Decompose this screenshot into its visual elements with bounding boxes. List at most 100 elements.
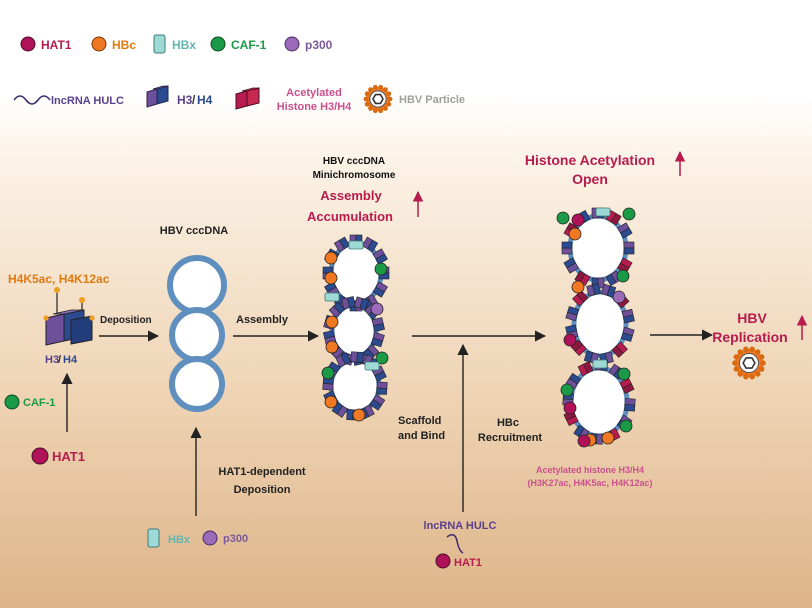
bottom-p300-label: p300 (223, 533, 248, 545)
acetylated-rings (556, 207, 636, 448)
histone-icon (350, 351, 364, 363)
p300-icon (370, 302, 384, 316)
legend: HAT1 HBc HBx CAF-1 p300 lncRNA HULC (13, 34, 465, 114)
hat1-dependent-line1: HAT1-dependent (218, 466, 306, 478)
bottom-hat1-label: HAT1 (454, 557, 482, 569)
hbc-icon (325, 340, 339, 354)
cccdna-section: HBV cccDNA HAT1-dependent Deposition HBx… (147, 225, 306, 548)
lncrna-wave-icon (446, 534, 464, 554)
minichromosome-title-line1: HBV cccDNA (323, 156, 385, 167)
hbc-icon (568, 227, 582, 241)
acetylated-histone-icon (619, 378, 635, 394)
hbc-recruitment-line2: Recruitment (478, 432, 543, 444)
caf1-icon (619, 419, 633, 433)
caf1-icon (210, 36, 226, 52)
legend-acetylated: Acetylated Histone H3/H4 (235, 87, 352, 113)
histone-icon (372, 281, 388, 298)
replication-line1: HBV (737, 310, 767, 326)
histone-icon (341, 296, 356, 310)
hat1-icon (31, 447, 49, 465)
caf1-icon (617, 367, 631, 381)
replication-line2: Replication (712, 329, 787, 345)
svg-text:/: / (192, 93, 196, 107)
scaffold-line1: Scaffold (398, 415, 441, 427)
legend-hat1: HAT1 (20, 36, 72, 52)
legend-hbv-particle: HBV Particle (363, 84, 465, 114)
histone-h3h4-icon (43, 309, 95, 346)
hbc-recruitment-line1: HBc (497, 417, 519, 429)
acetylation-section: Histone Acetylation Open Acetylated hist… (525, 150, 686, 488)
histone-octamer-icon (146, 85, 169, 108)
legend-acetylated-line2: Histone H3/H4 (277, 101, 352, 113)
acetylated-histone-label-line2: (H3K27ac, H4K5ac, H4K12ac) (527, 478, 652, 488)
legend-hbc-label: HBc (112, 38, 136, 52)
hat1-icon (20, 36, 36, 52)
histone-icon (333, 236, 351, 253)
assembly-up-label: Assembly (320, 188, 382, 203)
hat1-icon (435, 553, 451, 569)
deposition-label: Deposition (100, 315, 152, 326)
hbc-icon (601, 431, 615, 445)
open-label: Open (572, 171, 608, 187)
scaffold-line2: and Bind (398, 430, 445, 442)
left-hat1-label: HAT1 (52, 449, 85, 464)
legend-h4-label: H4 (197, 93, 213, 107)
hat1-icon (563, 333, 577, 347)
histone-icon (586, 283, 601, 297)
caf1-icon (622, 207, 636, 221)
histone-icon (371, 317, 385, 332)
histone-icon (335, 352, 352, 368)
histone-icon (621, 308, 635, 324)
histone-icon (370, 332, 385, 348)
histone-icon (331, 401, 348, 418)
left-section: H4K5ac, H4K12ac H3 / H4 CAF-1 HAT1 Depos… (4, 272, 160, 465)
legend-hat1-label: HAT1 (41, 38, 72, 52)
hbc-icon (324, 251, 338, 265)
hbv-particle-icon (363, 84, 393, 114)
left-h3-label: H3 (45, 354, 59, 366)
acetylated-histone-label-line1: Acetylated histone H3/H4 (536, 465, 644, 475)
histone-icon (372, 248, 388, 265)
left-h4-label: H4 (63, 354, 78, 366)
p300-icon (284, 36, 300, 52)
caf1-icon (560, 383, 574, 397)
svg-text:/: / (58, 354, 61, 366)
bottom-hbx-label: HBx (168, 534, 191, 546)
hbc-icon (324, 271, 338, 285)
caf1-icon (374, 262, 388, 276)
acetylated-histone-icon (235, 87, 260, 110)
cccdna-rings (167, 255, 227, 412)
bottom-lncrna-label: lncRNA HULC (424, 520, 497, 532)
minichromosome-title-line2: Minichromosome (313, 170, 396, 181)
histone-icon (561, 241, 573, 255)
caf1-icon (616, 269, 630, 283)
hbx-icon (592, 359, 608, 369)
caf1-icon (375, 351, 389, 365)
caf1-icon (556, 211, 570, 225)
accumulation-up-label: Accumulation (307, 209, 393, 224)
legend-h3-label: H3 (177, 93, 193, 107)
legend-caf1: CAF-1 (210, 36, 267, 52)
legend-acetylated-line1: Acetylated (286, 87, 342, 99)
lncrna-wave-icon (13, 95, 51, 105)
cccdna-title: HBV cccDNA (160, 225, 229, 237)
acetyl-marks-label: H4K5ac, H4K12ac (8, 272, 110, 286)
legend-lncrna: lncRNA HULC (13, 95, 124, 107)
hbc-icon (324, 395, 338, 409)
histone-icon (353, 296, 369, 311)
legend-hbx: HBx (153, 34, 196, 54)
legend-lncrna-label: lncRNA HULC (51, 95, 124, 107)
acetylated-histone-icon (577, 361, 594, 377)
histone-icon (617, 222, 633, 239)
legend-hbx-label: HBx (172, 38, 196, 52)
hbx-icon (324, 292, 340, 302)
legend-p300: p300 (284, 36, 333, 52)
legend-hbv-particle-label: HBV Particle (399, 94, 465, 106)
histone-icon (361, 236, 379, 253)
hbc-icon (91, 36, 107, 52)
hbc-icon (325, 315, 339, 329)
hat1-icon (571, 213, 585, 227)
left-caf1-label: CAF-1 (23, 397, 55, 409)
